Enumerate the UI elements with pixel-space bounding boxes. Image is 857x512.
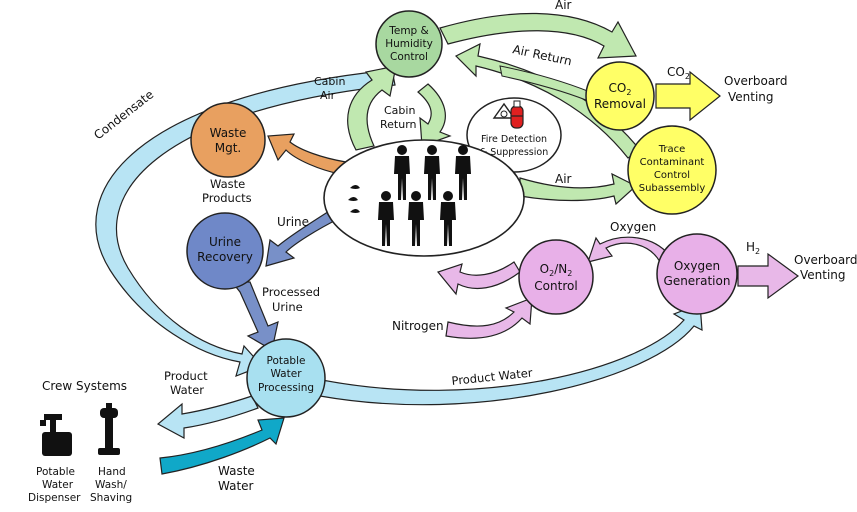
label-overboard-2b: Venting: [800, 268, 846, 282]
label-nitrogen: Nitrogen: [392, 319, 444, 333]
label-crew-systems: Crew Systems: [42, 379, 127, 393]
nitrogen-arrow-upper: [436, 261, 521, 296]
h2-vent-arrow: [737, 252, 800, 300]
label-cabin-return-a: Cabin: [384, 104, 415, 117]
label-co2: CO2: [667, 65, 690, 81]
co2-vent-arrow: [655, 70, 721, 122]
label-potable-dispenser-c: Dispenser: [28, 492, 81, 504]
label-oxygen: Oxygen: [610, 220, 656, 234]
fire-detector-icon: [492, 102, 516, 119]
label-potable-dispenser-a: Potable: [36, 466, 75, 478]
label-cabin-air-b: Air: [320, 89, 336, 102]
waste-products-arrow: [267, 133, 347, 175]
label-overboard-1a: Overboard: [724, 74, 788, 88]
label-waste-water-b: Water: [218, 479, 254, 493]
nitrogen-arrow-lower: [445, 297, 533, 339]
crew-member-icon: [424, 145, 440, 200]
label-waste-products-a: Waste: [210, 177, 245, 191]
urine-recovery-line1: Urine: [209, 235, 241, 249]
air-mid-arrow: [519, 172, 638, 206]
crew-member-icon: [378, 191, 394, 246]
air-top-arrow: [439, 12, 637, 59]
trace-line2: Contaminant: [640, 157, 705, 168]
crew-people-icon: [378, 145, 471, 246]
label-air-top: Air: [555, 0, 572, 12]
label-urine: Urine: [277, 215, 309, 229]
oxygen-arrow: [587, 236, 671, 263]
label-condensate: Condensate: [91, 87, 156, 142]
product-water-left-arrow: [156, 395, 259, 440]
urine-arrow: [265, 207, 341, 267]
urine-recovery-line2: Recovery: [197, 250, 253, 264]
o2n2-control-node: O2/N2 Control: [518, 239, 594, 315]
co2-removal-node: CO2 Removal: [585, 61, 655, 131]
trace-line3: Control: [654, 170, 690, 181]
crew-member-icon: [394, 145, 410, 200]
label-hand-wash-b: Wash/: [95, 479, 127, 491]
waste-water-arrow: [159, 417, 285, 475]
label-waste-products-b: Products: [202, 191, 252, 205]
o2n2-line1: O2/N2: [540, 262, 573, 278]
cabin-return-arrow: [417, 83, 452, 147]
temp-humidity-line1: Temp &: [388, 25, 429, 37]
urine-recovery-node: Urine Recovery: [186, 212, 264, 290]
waste-mgt-line1: Waste: [210, 126, 247, 140]
waste-mgt-node: Waste Mgt.: [190, 102, 266, 178]
trace-contaminant-node: Trace Contaminant Control Subassembly: [627, 125, 717, 215]
air-return-co2-branch: [499, 65, 591, 101]
label-product-water-left-b: Water: [170, 383, 204, 397]
label-air-mid: Air: [555, 172, 572, 186]
label-cabin-return-b: Return: [380, 118, 417, 131]
pwp-line2: Water: [270, 368, 302, 380]
temp-humidity-line3: Control: [390, 51, 428, 63]
pwp-line3: Processing: [258, 382, 314, 394]
co2-removal-line2: Removal: [594, 97, 646, 111]
temp-humidity-line2: Humidity: [385, 38, 433, 50]
oxygen-gen-line1: Oxygen: [674, 259, 720, 273]
fire-extinguisher-icon: [510, 100, 524, 129]
waste-mgt-line2: Mgt.: [215, 141, 242, 155]
product-water-right-arrow: [319, 303, 703, 406]
label-h2: H2: [746, 240, 760, 256]
oxygen-generation-node: Oxygen Generation: [656, 233, 738, 315]
pwp-line1: Potable: [267, 355, 306, 367]
label-processed-urine-b: Urine: [272, 300, 303, 314]
label-waste-water-a: Waste: [218, 464, 255, 478]
label-overboard-2a: Overboard: [794, 253, 857, 267]
trace-line4: Subassembly: [639, 183, 706, 194]
o2n2-line2: Control: [534, 279, 577, 293]
hand-wash-icon: [98, 403, 120, 455]
label-potable-dispenser-b: Water: [42, 479, 74, 491]
crew-member-icon: [440, 191, 456, 246]
label-processed-urine-a: Processed: [262, 285, 320, 299]
fire-line1: Fire Detection: [481, 134, 547, 145]
label-overboard-1b: Venting: [728, 90, 774, 104]
oxygen-gen-line2: Generation: [664, 274, 731, 288]
potable-water-processing-node: Potable Water Processing: [246, 338, 326, 418]
label-hand-wash-c: Shaving: [90, 492, 132, 504]
co2-removal-line1: CO2: [609, 81, 632, 97]
potable-water-dispenser-icon: [40, 414, 72, 456]
temp-humidity-node: Temp & Humidity Control: [375, 10, 443, 78]
label-cabin-air-a: Cabin: [314, 75, 345, 88]
crew-cabin-node: [323, 139, 525, 257]
fire-line2: & Suppression: [480, 147, 548, 158]
label-hand-wash-a: Hand: [98, 466, 126, 478]
label-product-water-left-a: Product: [164, 369, 208, 383]
label-air-return: Air Return: [511, 42, 573, 68]
trace-line1: Trace: [658, 144, 686, 155]
moisture-icon: [348, 185, 360, 213]
crew-member-icon: [408, 191, 424, 246]
crew-member-icon: [455, 145, 471, 200]
